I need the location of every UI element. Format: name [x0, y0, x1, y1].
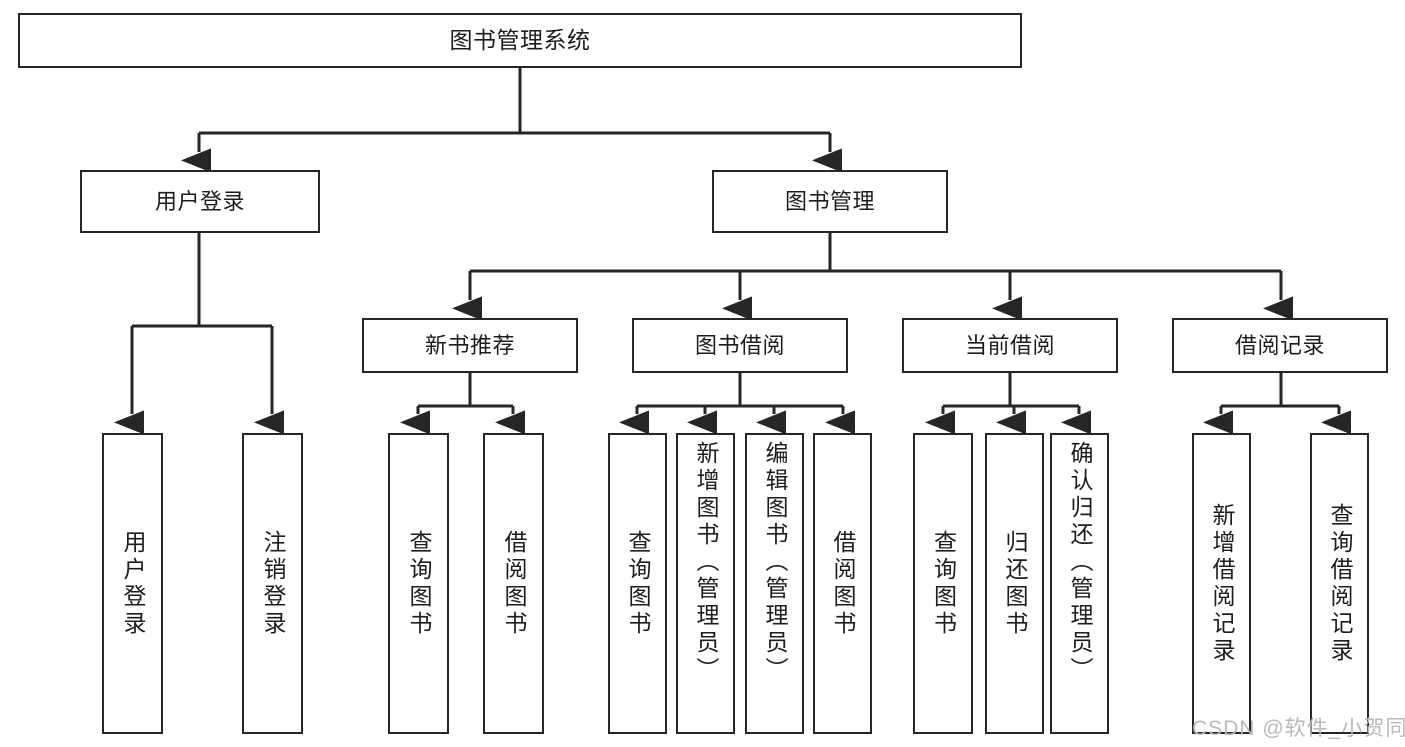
node-borrow-record-label: 借阅记录 — [1234, 332, 1325, 358]
node-book-borrow[interactable]: 图书借阅 — [632, 318, 848, 373]
leaf-borrow-book-new[interactable]: 借阅图书 — [483, 433, 544, 734]
leaf-query-book-cur-label: 查询图书 — [930, 529, 957, 638]
node-user-login[interactable]: 用户登录 — [80, 170, 320, 233]
leaf-return-book-label: 归还图书 — [1002, 529, 1028, 638]
leaf-query-book-new[interactable]: 查询图书 — [388, 433, 449, 734]
node-root-label: 图书管理系统 — [449, 26, 591, 53]
node-current-borrow[interactable]: 当前借阅 — [902, 318, 1118, 373]
leaf-user-logout-label: 注销登录 — [260, 529, 286, 638]
leaf-user-login[interactable]: 用户登录 — [102, 433, 163, 734]
leaf-add-book[interactable]: 新增图书（管理员） — [676, 433, 735, 734]
leaf-user-login-label: 用户登录 — [120, 529, 146, 638]
leaf-query-record-label: 查询借阅记录 — [1327, 502, 1353, 665]
node-user-login-label: 用户登录 — [154, 188, 245, 214]
leaf-add-book-label: 新增图书（管理员） — [693, 441, 719, 684]
node-new-book-recommend[interactable]: 新书推荐 — [362, 318, 578, 373]
watermark-text: CSDN @软件_小贺同学 — [1192, 717, 1405, 740]
leaf-borrow-book-new-label: 借阅图书 — [501, 529, 527, 638]
leaf-query-book-borrow-label: 查询图书 — [625, 529, 651, 638]
node-book-borrow-label: 图书借阅 — [694, 332, 785, 358]
leaf-user-logout[interactable]: 注销登录 — [242, 433, 303, 734]
leaf-borrow-book-label: 借阅图书 — [830, 529, 856, 638]
node-borrow-record[interactable]: 借阅记录 — [1172, 318, 1388, 373]
leaf-add-record-label: 新增借阅记录 — [1209, 502, 1235, 665]
leaf-return-book[interactable]: 归还图书 — [985, 433, 1044, 734]
node-book-manage-label: 图书管理 — [784, 188, 875, 214]
leaf-confirm-return[interactable]: 确认归还（管理员） — [1050, 433, 1109, 734]
leaf-confirm-return-label: 确认归还（管理员） — [1067, 441, 1093, 684]
leaf-query-book-borrow[interactable]: 查询图书 — [608, 433, 667, 734]
leaf-borrow-book[interactable]: 借阅图书 — [813, 433, 872, 734]
node-current-borrow-label: 当前借阅 — [964, 332, 1055, 358]
node-book-manage[interactable]: 图书管理 — [712, 170, 948, 233]
node-new-book-recommend-label: 新书推荐 — [424, 332, 515, 358]
leaf-query-book-cur[interactable]: 查询图书 — [913, 433, 973, 734]
node-root[interactable]: 图书管理系统 — [18, 13, 1022, 68]
leaf-edit-book[interactable]: 编辑图书（管理员） — [745, 433, 804, 734]
leaf-query-record[interactable]: 查询借阅记录 — [1310, 433, 1369, 734]
leaf-edit-book-label: 编辑图书（管理员） — [762, 441, 788, 684]
leaf-query-book-new-label: 查询图书 — [406, 529, 432, 638]
leaf-add-record[interactable]: 新增借阅记录 — [1192, 433, 1251, 734]
